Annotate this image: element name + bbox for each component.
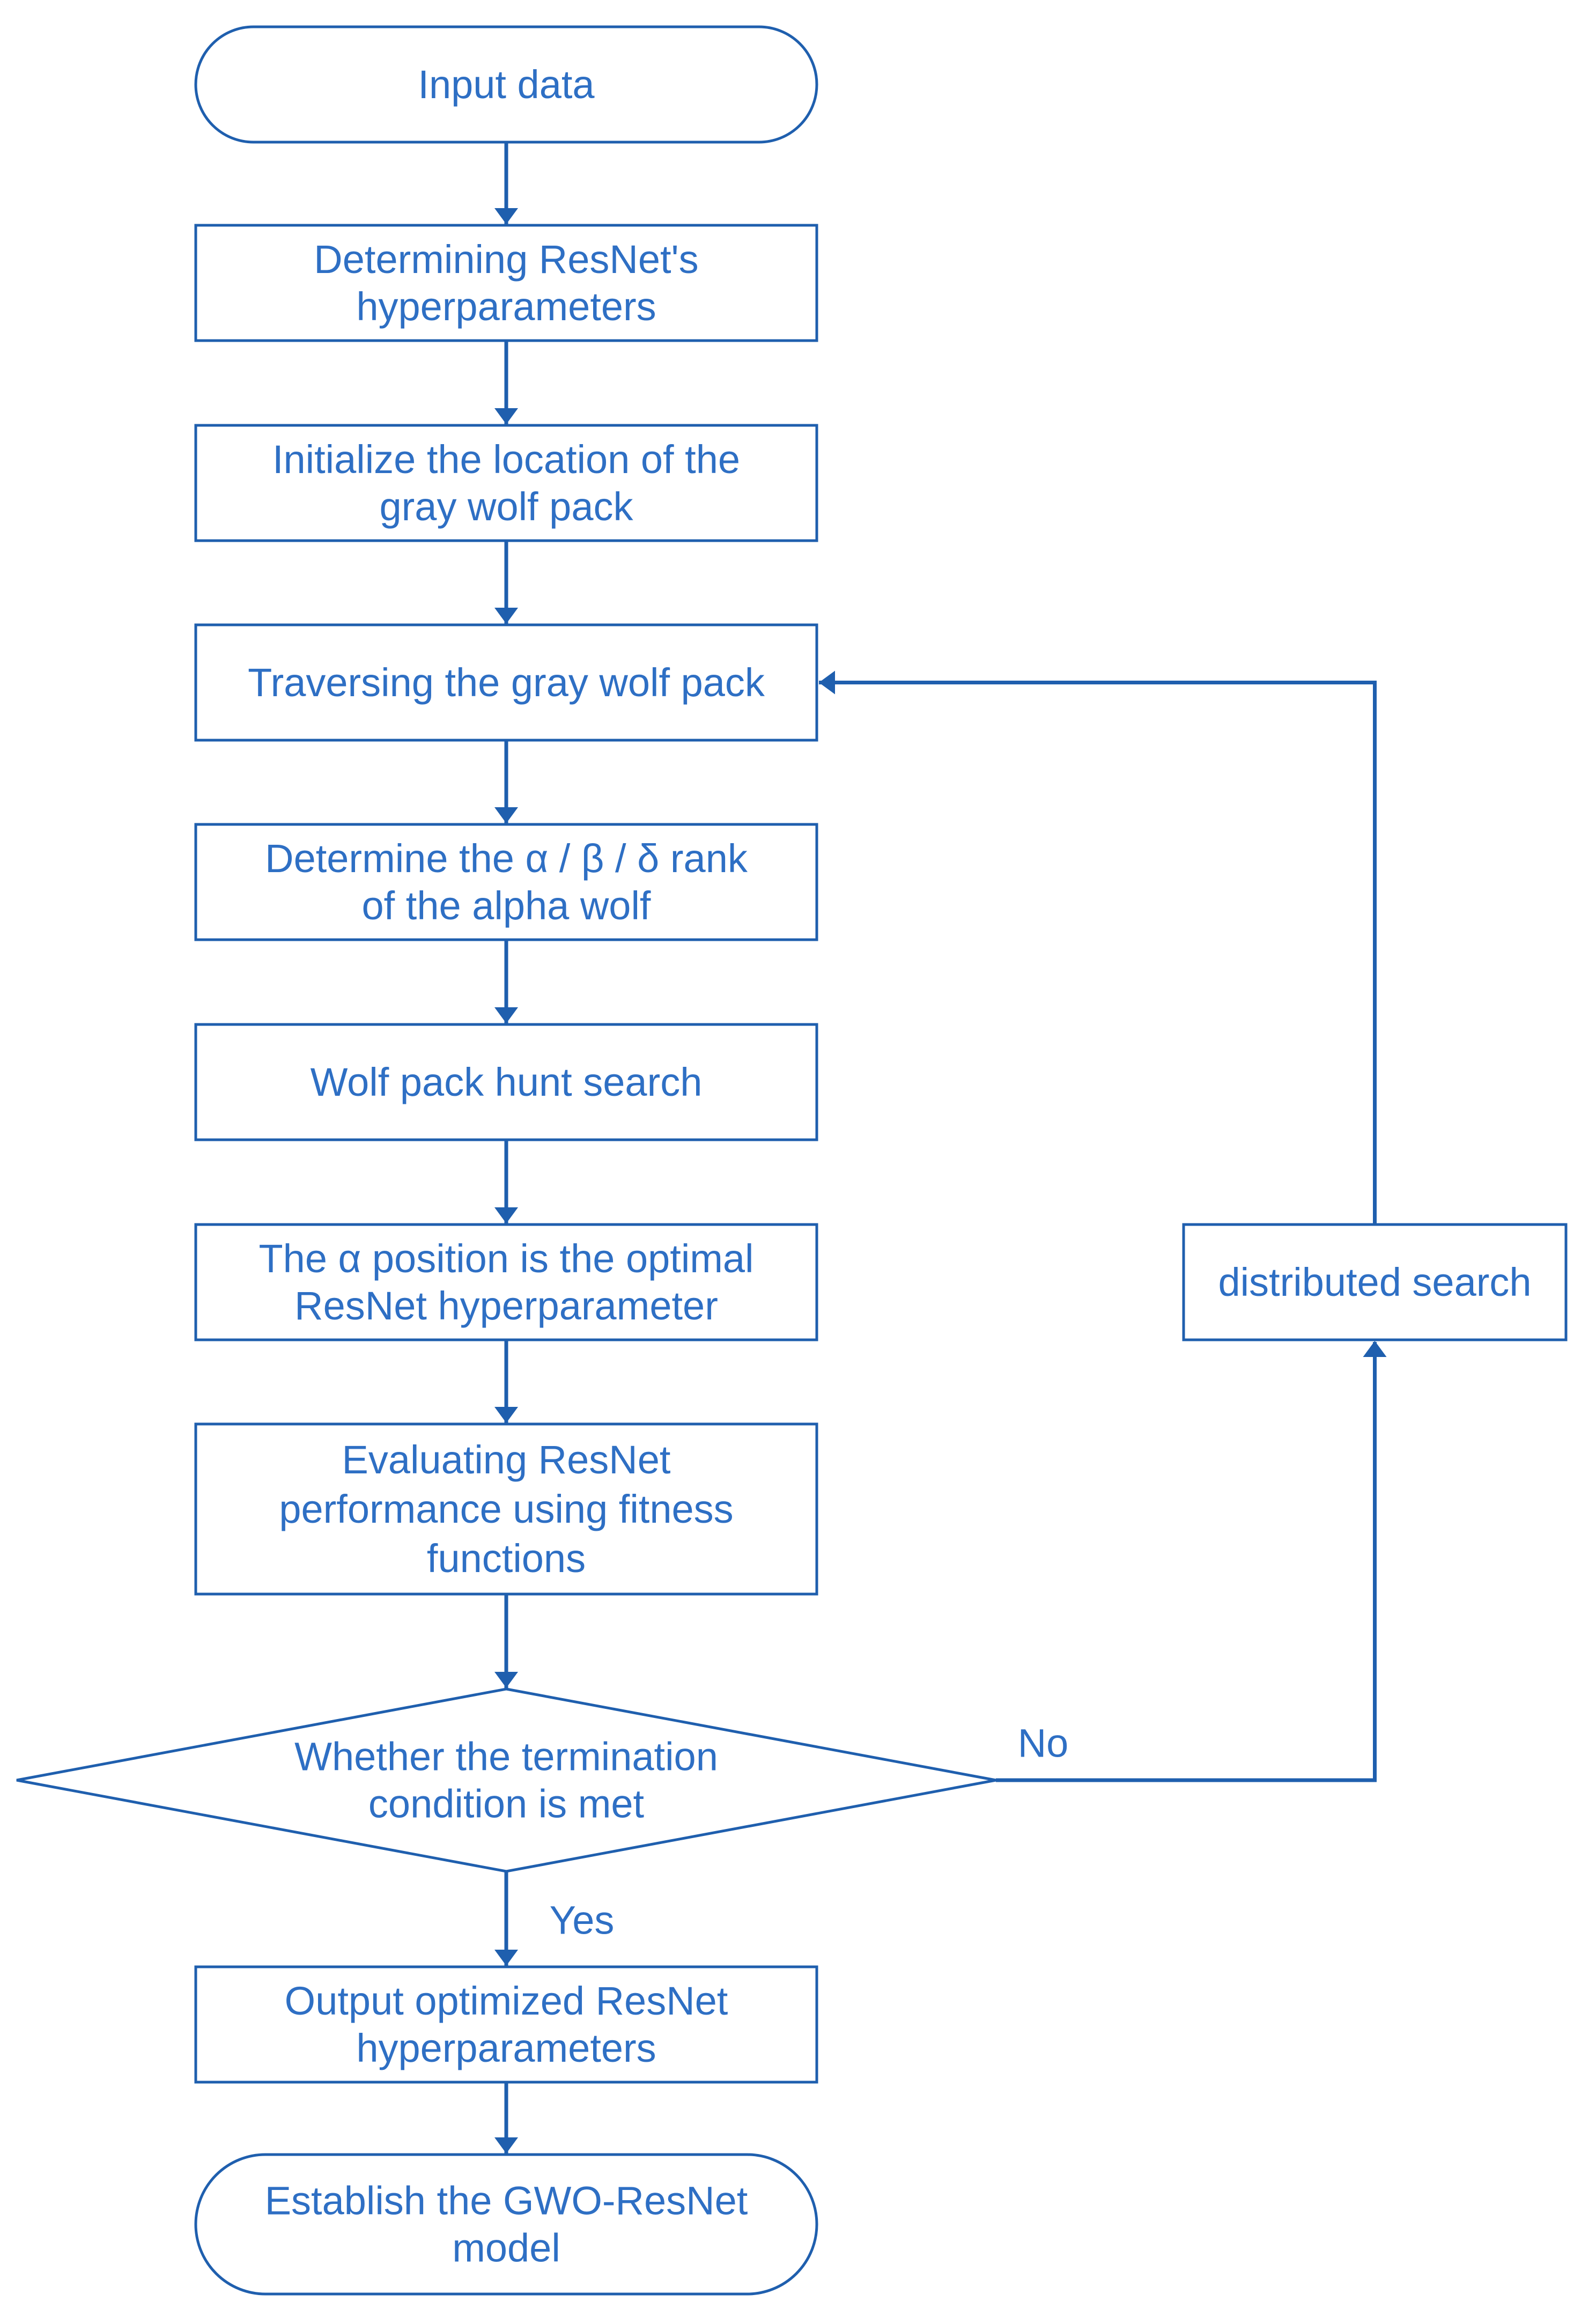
node-label-line: ResNet hyperparameter [294,1284,718,1328]
node-label-line: Output optimized ResNet [285,1979,728,2023]
arrowhead [494,1207,518,1223]
arrowhead [819,670,835,695]
decision-diamond [16,1687,996,1873]
node-label-line: distributed search [1218,1260,1531,1304]
node-label-line: model [452,2226,560,2270]
process-box [194,1965,818,2084]
node-evaluate-performance: Evaluating ResNet performance using fitne… [194,1422,818,1596]
edge-termination-check-to-distributed-search [996,1341,1387,1782]
process-box [194,1422,818,1596]
arrowhead [494,1950,518,1966]
arrowhead [494,608,518,624]
node-label-line: of the alpha wolf [362,883,651,928]
node-label-line: Establish the GWO-ResNet [265,2179,748,2223]
node-input-data: Input data [194,25,818,144]
terminator-shape [194,2153,818,2296]
node-label-line: functions [427,1536,586,1581]
edge-init-location-to-traverse-pack [494,541,518,624]
arrowhead [1363,1341,1387,1357]
edge-labels-layer: Yes No [550,1721,1069,1943]
terminator-shape [194,25,818,144]
node-label-line: The α position is the optimal [258,1236,753,1281]
arrowhead [494,1672,518,1688]
node-label-line: Determining ResNet's [314,237,698,282]
edge-output-hyperparams-to-establish-model [494,2082,518,2153]
edge-alpha-position-to-evaluate-performance [494,1340,518,1423]
node-label-line: condition is met [368,1782,645,1826]
node-label-line: hyperparameters [356,2026,656,2070]
edge-label-yes: Yes [550,1898,615,1943]
process-box [194,224,818,342]
arrowhead [494,1407,518,1423]
connector-line [996,1342,1377,1782]
edge-termination-check-to-output-hyperparams [494,1871,518,1966]
edge-distributed-search-to-traverse-pack [819,670,1377,1225]
arrowhead [494,208,518,224]
process-box [194,1223,818,1341]
process-box [194,623,818,742]
edge-traverse-pack-to-determine-rank [494,740,518,823]
arrowhead [494,1007,518,1023]
edge-determine-hyperparams-to-init-location [494,341,518,424]
connector-line [819,681,1377,1225]
node-label-line: Wolf pack hunt search [311,1060,703,1104]
edge-input-data-to-determine-hyperparams [494,142,518,224]
node-label-line: hyperparameters [356,284,656,329]
process-box [194,1023,818,1141]
edge-label-no: No [1018,1721,1069,1766]
process-box [194,424,818,542]
process-box [194,823,818,941]
edge-hunt-search-to-alpha-position [494,1140,518,1223]
arrowhead [494,408,518,424]
edges-layer [494,142,1387,2153]
node-label-line: gray wolf pack [380,484,634,529]
node-label-line: Input data [418,62,595,107]
arrowhead [494,807,518,823]
node-label-line: Evaluating ResNet [342,1437,671,1482]
node-label-line: performance using fitness [279,1487,733,1531]
edge-determine-rank-to-hunt-search [494,940,518,1023]
node-traverse-pack: Traversing the gray wolf pack [194,623,818,742]
node-label-line: Initialize the location of the [272,437,740,482]
node-distributed-search: distributed search [1182,1223,1568,1341]
edge-evaluate-performance-to-termination-check [494,1594,518,1688]
arrowhead [494,2137,518,2153]
node-hunt-search: Wolf pack hunt search [194,1023,818,1141]
node-label-line: Whether the termination [294,1735,718,1779]
node-label-line: Traversing the gray wolf pack [248,660,765,705]
node-label-line: Determine the α / β / δ rank [265,836,748,881]
process-box [1182,1223,1568,1341]
